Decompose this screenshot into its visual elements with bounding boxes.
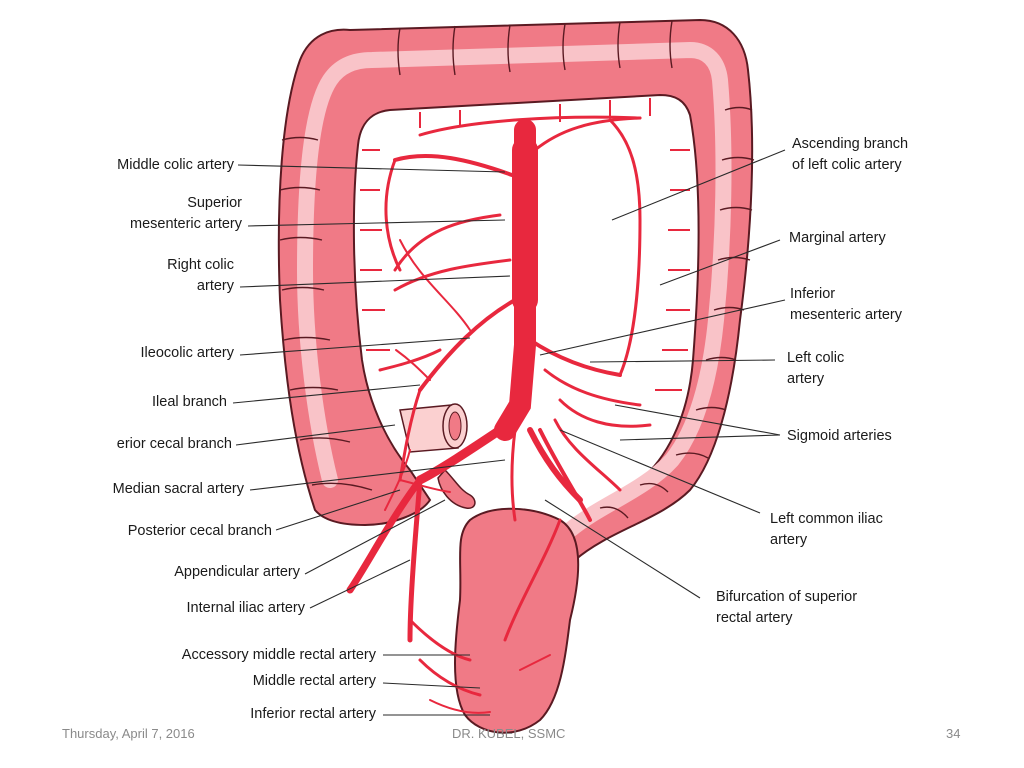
label-line: Marginal artery <box>789 230 886 246</box>
label-median-sacral-artery: Median sacral artery <box>113 479 244 500</box>
label-line: mesenteric artery <box>790 307 903 323</box>
label-line: Right colic <box>167 257 234 273</box>
label-ascending-branch-left-colic: Ascending branch of left colic artery <box>792 134 908 176</box>
label-right-colic-artery: Right colic artery <box>167 255 234 297</box>
label-line: Middle rectal artery <box>252 673 376 689</box>
haustra-lines <box>279 20 755 519</box>
label-middle-rectal-artery: Middle rectal artery <box>253 671 376 692</box>
label-line: Inferior <box>790 286 836 302</box>
label-line: artery <box>787 371 825 387</box>
label-left-common-iliac-artery: Left common iliac artery <box>770 509 883 551</box>
label-line: rectal artery <box>716 610 793 626</box>
label-line: Left colic <box>787 350 845 366</box>
label-sigmoid-arteries: Sigmoid arteries <box>787 426 892 447</box>
label-line: Left common iliac <box>770 511 883 527</box>
label-inferior-rectal-artery: Inferior rectal artery <box>250 704 376 725</box>
label-line: Ileal branch <box>152 394 227 410</box>
label-anterior-cecal-branch: erior cecal branch <box>117 434 232 455</box>
label-ileal-branch: Ileal branch <box>152 392 227 413</box>
colon-band <box>296 41 732 538</box>
label-line: Ascending branch <box>792 136 909 152</box>
ileum-stump <box>399 403 468 453</box>
label-line: erior cecal branch <box>116 436 232 452</box>
label-marginal-artery: Marginal artery <box>789 228 886 249</box>
label-line: Posterior cecal branch <box>127 523 272 539</box>
footer-page-number: 34 <box>946 726 961 741</box>
label-line: Bifurcation of superior <box>716 589 858 605</box>
label-line: artery <box>196 278 234 294</box>
label-line: artery <box>770 532 808 548</box>
rectum <box>454 507 580 734</box>
label-internal-iliac-artery: Internal iliac artery <box>187 598 305 619</box>
vasa-recta <box>360 98 690 391</box>
label-line: Median sacral artery <box>112 481 244 497</box>
arterial-tree <box>346 115 652 714</box>
label-superior-mesenteric-artery: Superior mesenteric artery <box>130 193 242 235</box>
label-left-colic-artery: Left colic artery <box>787 348 844 390</box>
label-line: Middle colic artery <box>117 157 234 173</box>
label-line: of left colic artery <box>792 157 902 173</box>
label-line: Accessory middle rectal artery <box>181 647 376 663</box>
label-line: Internal iliac artery <box>186 600 305 616</box>
label-inferior-mesenteric-artery: Inferior mesenteric artery <box>790 284 902 326</box>
appendix <box>437 468 476 509</box>
label-line: Appendicular artery <box>174 564 300 580</box>
label-line: Sigmoid arteries <box>787 428 892 444</box>
label-appendicular-artery: Appendicular artery <box>174 562 300 583</box>
label-line: Inferior rectal artery <box>250 706 376 722</box>
label-line: Superior <box>187 195 242 211</box>
label-line: mesenteric artery <box>129 216 242 232</box>
colon-frame <box>277 18 755 561</box>
footer-date: Thursday, April 7, 2016 <box>62 726 195 741</box>
label-posterior-cecal-branch: Posterior cecal branch <box>128 521 272 542</box>
label-ileocolic-artery: Ileocolic artery <box>141 343 234 364</box>
footer-author: DR. KUBEL, SSMC <box>452 726 566 741</box>
label-accessory-middle-rectal-artery: Accessory middle rectal artery <box>182 645 376 666</box>
leader-lines <box>232 149 786 716</box>
label-bifurcation-superior-rectal-artery: Bifurcation of superior rectal artery <box>716 587 857 629</box>
label-middle-colic-artery: Middle colic artery <box>117 155 234 176</box>
label-line: Ileocolic artery <box>140 345 234 361</box>
